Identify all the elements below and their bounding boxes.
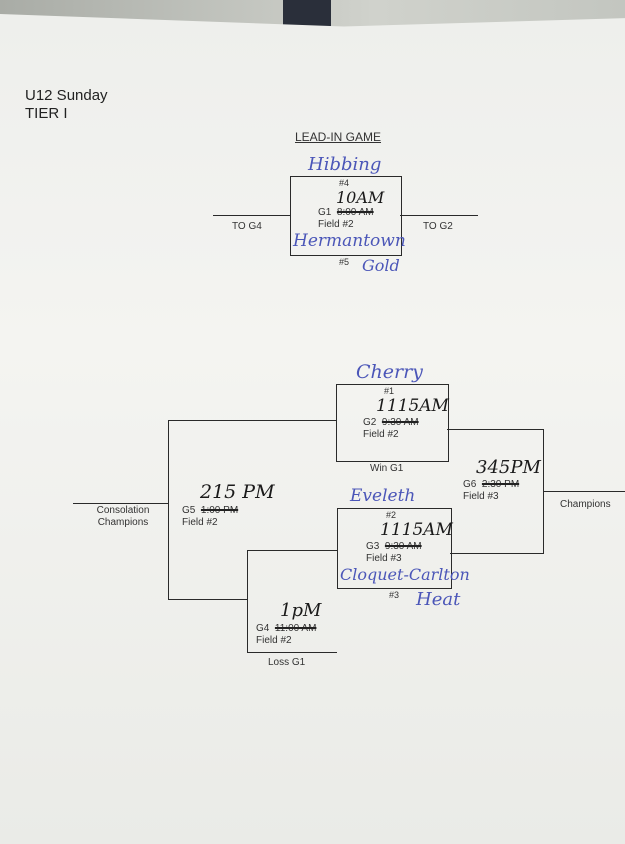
consolation-champions-label: Consolation Champions [96,505,150,528]
g2-box [336,384,449,462]
g3-box [337,508,452,589]
lead-in-heading: LEAD-IN GAME [295,130,382,144]
g6-field: Field #3 [463,491,499,502]
g4-game-label: G4 [256,623,270,634]
g3-seed-bottom: #3 [389,590,400,600]
g4-game: G4 11:00 AM [256,623,316,635]
g3-team-top: Eveleth [350,486,416,506]
g2-game: G2 9:30 AM [363,417,419,429]
g5-game: G5 1:00 PM [182,505,238,517]
g5-vertical-line [168,420,170,600]
g3-game: G3 9:30 AM [366,541,422,553]
g1-game: G1 8:00 AM [318,207,374,219]
g4-time: 11:00 AM [274,623,317,634]
g3-time: 9:30 AM [384,541,422,552]
g1-game-label: G1 [318,207,332,218]
g2-time: 9:30 AM [381,417,419,428]
g6-top-line [447,429,544,431]
g2-seed: #1 [384,386,395,396]
g1-team-bottom-2: Gold [362,256,400,275]
g5-bottom-line [168,599,248,601]
g6-bottom-line [450,553,544,555]
g6-new-time: 345PM [476,457,541,478]
page-title: U12 Sunday [25,87,108,104]
g1-left-line [213,215,290,217]
g1-new-time: 10AM [336,188,385,207]
g1-time: 8:00 AM [336,207,374,218]
to-g2-label: TO G2 [423,221,453,232]
g2-below-label: Win G1 [370,463,404,474]
tier-label: TIER I [25,105,68,122]
g4-field: Field #2 [256,635,292,646]
g3-team-bottom-2: Heat [416,589,461,610]
g6-game: G6 2:30 PM [463,479,519,491]
g2-team: Cherry [356,361,423,383]
g3-game-label: G3 [366,541,380,552]
g4-below-label: Loss G1 [268,657,306,668]
g4-top-line [247,550,337,552]
g4-new-time: 1pM [280,600,322,621]
consolation-line [73,503,168,505]
g4-bottom-line [247,652,337,654]
g1-seed-bottom: #5 [339,257,350,267]
g3-new-time: 1115AM [380,520,453,540]
g3-team-bottom: Cloquet-Carlton [340,565,470,584]
g5-top-line [168,420,336,422]
g6-time: 2:30 PM [481,479,520,490]
g5-time: 1:00 PM [200,505,239,516]
g2-new-time: 1115AM [376,396,449,416]
g4-vertical-line [247,550,249,653]
g1-right-line [400,215,478,217]
g1-field: Field #2 [318,219,354,230]
g1-team-bottom: Hermantown [293,231,406,251]
g5-game-label: G5 [182,505,196,516]
g5-new-time: 215 PM [200,481,275,503]
g2-field: Field #2 [363,429,399,440]
to-g4-label: TO G4 [232,221,262,232]
g1-seed-top: #4 [339,178,350,188]
g3-seed-top: #2 [386,510,397,520]
champions-label: Champions [560,499,611,510]
g3-field: Field #3 [366,553,402,564]
champions-line [543,491,625,493]
g1-team-top: Hibbing [308,154,382,175]
g5-field: Field #2 [182,517,218,528]
g2-game-label: G2 [363,417,377,428]
g6-game-label: G6 [463,479,477,490]
